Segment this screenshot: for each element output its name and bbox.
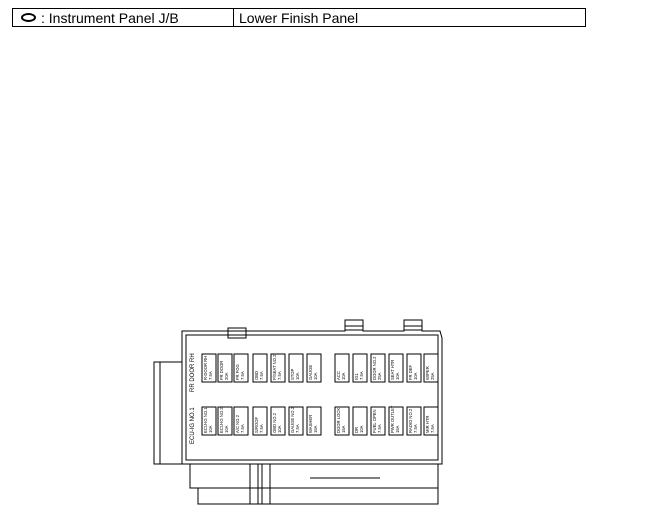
location-header-left-cell: : Instrument Panel J/B bbox=[13, 9, 234, 26]
fuse-slot-top-5 bbox=[270, 353, 286, 383]
fuse-slot-bottom-12 bbox=[406, 406, 422, 436]
fuse-label-bottom-9: 10A bbox=[359, 425, 364, 433]
oval-symbol-icon bbox=[21, 13, 36, 22]
top-side-label: RR DOOR RH bbox=[190, 353, 196, 392]
fuse-slot-bottom-9 bbox=[352, 406, 368, 436]
fuse-box-inner-frame bbox=[185, 334, 439, 461]
fuse-label-top-3: FR FOG bbox=[235, 364, 240, 380]
fuse-slot-bottom-11 bbox=[388, 406, 404, 436]
fuse-label-top-5: 7.5A bbox=[277, 371, 282, 380]
fuse-slot-top-2 bbox=[217, 353, 233, 383]
bottom-side-label: ECU-IG NO.1 bbox=[190, 407, 196, 444]
fuse-label-bottom-9: DR bbox=[354, 427, 359, 433]
fuse-label-top-1: R-DOOR RH bbox=[203, 356, 208, 380]
fuse-slot-bottom-7 bbox=[306, 406, 322, 436]
fuse-label-top-12: FR DEF bbox=[408, 364, 413, 380]
fuse-box-base bbox=[189, 464, 439, 505]
fuse-slot-bottom-3 bbox=[233, 406, 249, 436]
fuse-label-bottom-8: 15A bbox=[341, 425, 346, 433]
fuse-label-bottom-3: A/C NO.2 bbox=[235, 414, 240, 433]
fuse-label-bottom-11: 15A bbox=[395, 425, 400, 433]
fuse-slot-top-12 bbox=[406, 353, 422, 383]
fuse-slot-bottom-10 bbox=[370, 406, 386, 436]
fuse-slot-top-10 bbox=[370, 353, 386, 383]
fuse-label-bottom-10: FUEL OPEN bbox=[372, 409, 377, 433]
fuse-label-bottom-10: 7.5A bbox=[377, 424, 382, 433]
fuse-label-bottom-11: PWR OUTLET bbox=[390, 405, 395, 433]
fuse-slot-bottom-1 bbox=[201, 406, 217, 436]
fuse-label-top-9: IG1 bbox=[354, 373, 359, 380]
fuse-slot-top-6 bbox=[288, 353, 304, 383]
fuse-label-top-6: STOP bbox=[290, 368, 295, 380]
fuse-slot-top-9 bbox=[352, 353, 368, 383]
fuse-label-bottom-12: RADIO NO.2 bbox=[408, 408, 413, 433]
fuse-label-top-5: P/SEAT NO.2 bbox=[272, 354, 277, 380]
top-tab-right bbox=[403, 319, 423, 331]
fuse-label-top-13: WIPER bbox=[425, 366, 430, 380]
fuse-label-bottom-1: ECU-IG NO.1 bbox=[203, 407, 208, 433]
fuse-label-bottom-7: 15A bbox=[313, 425, 318, 433]
fuse-label-bottom-2: 10A bbox=[224, 425, 229, 433]
top-tab-middle bbox=[344, 319, 364, 331]
base-channel bbox=[249, 464, 271, 504]
location-label: : Instrument Panel J/B bbox=[41, 9, 179, 26]
fuse-label-top-10: 25A bbox=[377, 372, 382, 380]
location-header-table: : Instrument Panel J/B Lower Finish Pane… bbox=[12, 8, 586, 27]
location-detail: Lower Finish Panel bbox=[239, 9, 359, 26]
fuse-label-top-9: 7.5A bbox=[359, 371, 364, 380]
fuse-label-top-11: 10A bbox=[395, 372, 400, 380]
fuse-label-bottom-1: 10A bbox=[208, 425, 213, 433]
fuse-slot-top-1 bbox=[201, 353, 217, 383]
fuse-label-top-7: GAUGE bbox=[308, 365, 313, 380]
fuse-label-top-1: 7.5A bbox=[208, 371, 213, 380]
fuse-label-top-13: 25A bbox=[430, 372, 435, 380]
fuse-box-body bbox=[181, 325, 443, 465]
fuse-slot-bottom-13 bbox=[423, 406, 439, 436]
fuse-label-top-4: 7.5A bbox=[259, 371, 264, 380]
side-bracket bbox=[153, 361, 182, 465]
fuse-slot-bottom-6 bbox=[288, 406, 304, 436]
fuse-label-top-10: DOOR NO.2 bbox=[372, 356, 377, 380]
location-detail-cell: Lower Finish Panel bbox=[234, 9, 585, 26]
fuse-label-top-2: FR DOOR bbox=[219, 361, 224, 380]
fuse-label-top-6: 10A bbox=[295, 372, 300, 380]
fuse-label-bottom-5: 10A bbox=[277, 425, 282, 433]
fuse-label-bottom-12: 7.5A bbox=[413, 424, 418, 433]
fuse-slot-bottom-4 bbox=[252, 406, 268, 436]
fuse-label-top-7: 10A bbox=[313, 372, 318, 380]
fuse-label-bottom-6: GAUGE NO.2 bbox=[290, 406, 295, 433]
fuse-slot-top-8 bbox=[334, 353, 350, 383]
fuse-label-top-8: ACC bbox=[336, 371, 341, 380]
fuse-slot-top-11 bbox=[388, 353, 404, 383]
fuse-label-bottom-13: 7.5A bbox=[430, 424, 435, 433]
fuse-label-bottom-7: WASHER bbox=[308, 415, 313, 433]
fuse-slot-bottom-2 bbox=[217, 406, 233, 436]
fuse-slot-top-4 bbox=[252, 353, 268, 383]
fuse-slot-top-7 bbox=[306, 353, 322, 383]
fuse-slot-bottom-5 bbox=[270, 406, 286, 436]
fuse-label-bottom-4: 7.5A bbox=[259, 424, 264, 433]
top-tab-left bbox=[227, 327, 247, 339]
fuse-label-top-4: OBD bbox=[254, 371, 259, 380]
fuse-label-bottom-13: MIR HTR bbox=[425, 416, 430, 433]
fuse-label-bottom-2: ECU-IG NO.2 bbox=[219, 407, 224, 433]
fuse-label-bottom-6: 7.5A bbox=[295, 424, 300, 433]
fuse-slot-top-13 bbox=[423, 353, 439, 383]
fuse-label-top-2: 20A bbox=[224, 372, 229, 380]
fuse-label-bottom-3: 7.5A bbox=[240, 424, 245, 433]
fuse-label-top-11: SEAT HTR bbox=[390, 360, 395, 380]
fuse-label-bottom-4: S/ROOF bbox=[254, 417, 259, 433]
fuse-label-top-12: 10A bbox=[413, 372, 418, 380]
fuse-label-top-3: 7.5A bbox=[240, 371, 245, 380]
fuse-slot-bottom-8 bbox=[334, 406, 350, 436]
fuse-label-top-8: 10A bbox=[341, 372, 346, 380]
fuse-label-bottom-5: OBD NO.2 bbox=[272, 412, 277, 433]
fuse-label-bottom-8: DOOR LOCK bbox=[336, 408, 341, 433]
fuse-slot-top-3 bbox=[233, 353, 249, 383]
